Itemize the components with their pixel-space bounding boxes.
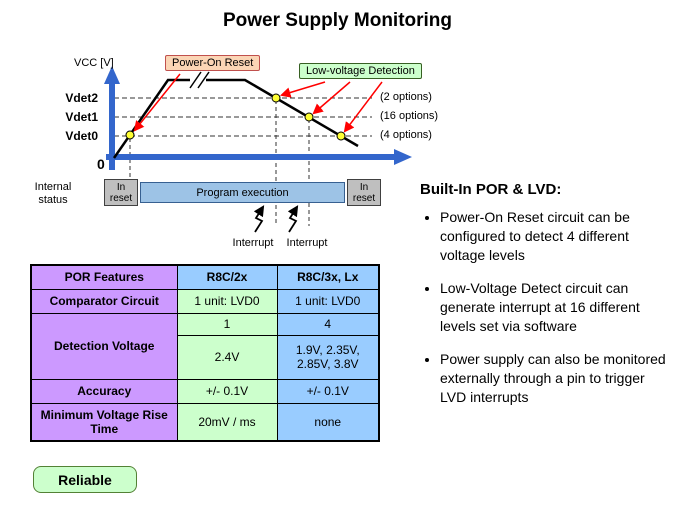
notes-bullet-list: Power-On Reset circuit can be configured… — [420, 208, 666, 407]
vdet2-label: Vdet2 — [65, 91, 98, 105]
interrupt-label-2: Interrupt — [286, 237, 328, 249]
rise-time-row: Minimum Voltage Rise Time 20mV / ms none — [30, 402, 380, 442]
rise-time-label: Minimum Voltage Rise Time — [30, 402, 178, 442]
axis-break-mark — [189, 71, 210, 89]
header-r8c3x: R8C/3x, Lx — [276, 264, 380, 290]
y-axis — [104, 66, 120, 170]
bullet-item: Low-Voltage Detect circuit can generate … — [440, 279, 666, 336]
bullet-item: Power-On Reset circuit can be configured… — [440, 208, 666, 265]
origin-label: 0 — [97, 156, 105, 172]
por-features-table: POR Features R8C/2x R8C/3x, Lx Comparato… — [30, 264, 380, 442]
header-r8c2x: R8C/2x — [176, 264, 278, 290]
detection-voltages-r8c3x: 1.9V, 2.35V, 2.85V, 3.8V — [276, 334, 380, 380]
vdet0-label: Vdet0 — [65, 129, 98, 143]
reliable-badge: Reliable — [33, 466, 137, 493]
comparator-row: Comparator Circuit 1 unit: LVD0 1 unit: … — [30, 288, 380, 314]
in-reset-box-left: In reset — [104, 179, 138, 206]
notes-heading: Built-In POR & LVD: — [420, 181, 562, 198]
event-dashed-lines — [129, 100, 310, 226]
detection-voltage-label: Detection Voltage — [30, 312, 178, 380]
vdet0-options-label: (4 options) — [380, 129, 432, 141]
interrupt-bolts — [253, 205, 299, 233]
vdet2-options-label: (2 options) — [380, 91, 432, 103]
notes-panel: Built-In POR & LVD: Power-On Reset circu… — [420, 181, 666, 421]
vcc-curve — [112, 78, 359, 159]
low-voltage-detection-callout: Low-voltage Detection — [299, 63, 422, 79]
accuracy-row: Accuracy +/- 0.1V +/- 0.1V — [30, 378, 380, 404]
interrupt-label-1: Interrupt — [232, 237, 274, 249]
vcc-axis-label: VCC [V] — [74, 57, 114, 69]
vdet1-options-label: (16 options) — [380, 110, 439, 122]
bullet-item: Power supply can also be monitored exter… — [440, 350, 666, 407]
vcc-graph — [104, 66, 412, 233]
in-reset-box-right: In reset — [347, 179, 381, 206]
detection-voltages-r8c2x: 2.4V — [176, 334, 278, 380]
red-pointer-arrows — [133, 73, 383, 133]
accuracy-label: Accuracy — [30, 378, 178, 404]
comparator-r8c3x: 1 unit: LVD0 — [276, 288, 380, 314]
comparator-label: Comparator Circuit — [30, 288, 178, 314]
accuracy-r8c3x: +/- 0.1V — [276, 378, 380, 404]
x-axis — [106, 149, 412, 165]
header-por-features: POR Features — [30, 264, 178, 290]
page-title: Power Supply Monitoring — [222, 10, 453, 31]
detection-levels-row: Detection Voltage 1 4 — [30, 312, 380, 380]
detect-points — [125, 93, 346, 141]
power-on-reset-callout: Power-On Reset — [165, 55, 261, 71]
rise-time-r8c3x: none — [276, 402, 380, 442]
comparator-r8c2x: 1 unit: LVD0 — [176, 288, 278, 314]
detection-levels-r8c2x: 1 — [176, 312, 278, 336]
rise-time-r8c2x: 20mV / ms — [176, 402, 278, 442]
program-execution-bar: Program execution — [140, 182, 345, 203]
table-header-row: POR Features R8C/2x R8C/3x, Lx — [30, 264, 380, 290]
vdet1-label: Vdet1 — [65, 110, 98, 124]
internal-status-label: Internal status — [34, 181, 72, 207]
accuracy-r8c2x: +/- 0.1V — [176, 378, 278, 404]
detection-levels-r8c3x: 4 — [276, 312, 380, 336]
